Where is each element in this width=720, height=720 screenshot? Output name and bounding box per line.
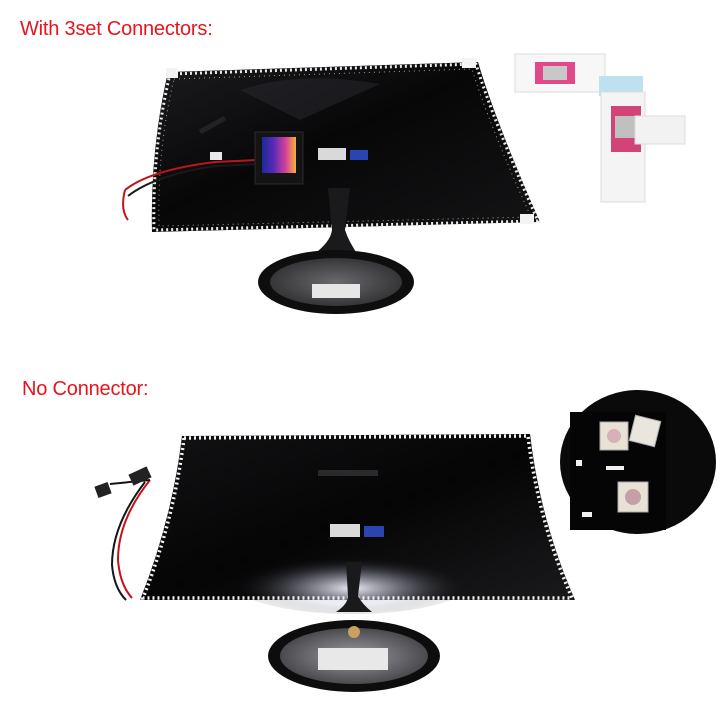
corner-connector-br <box>520 214 534 224</box>
photo-no-connector: No Connector: <box>0 360 720 720</box>
caption-no-connector: No Connector: <box>22 378 149 400</box>
dc-plug <box>128 466 152 486</box>
connector-inset <box>514 53 686 203</box>
led-strip-top <box>152 62 541 232</box>
monitor-photo-bottom <box>94 390 716 692</box>
caption-with-connectors: With 3set Connectors: <box>20 18 213 40</box>
monitor-back <box>140 434 575 600</box>
led-closeup-inset <box>560 390 716 534</box>
led-chip <box>628 414 662 448</box>
monitor-photo-top <box>122 53 686 314</box>
corner-connector-tl <box>166 68 178 78</box>
corner-connector-tr <box>462 58 476 68</box>
dc-plug <box>94 481 112 499</box>
led-strip-bottom <box>140 434 575 600</box>
monitor-back <box>151 62 541 232</box>
photo-with-connectors: With 3set Connectors: <box>0 0 720 340</box>
